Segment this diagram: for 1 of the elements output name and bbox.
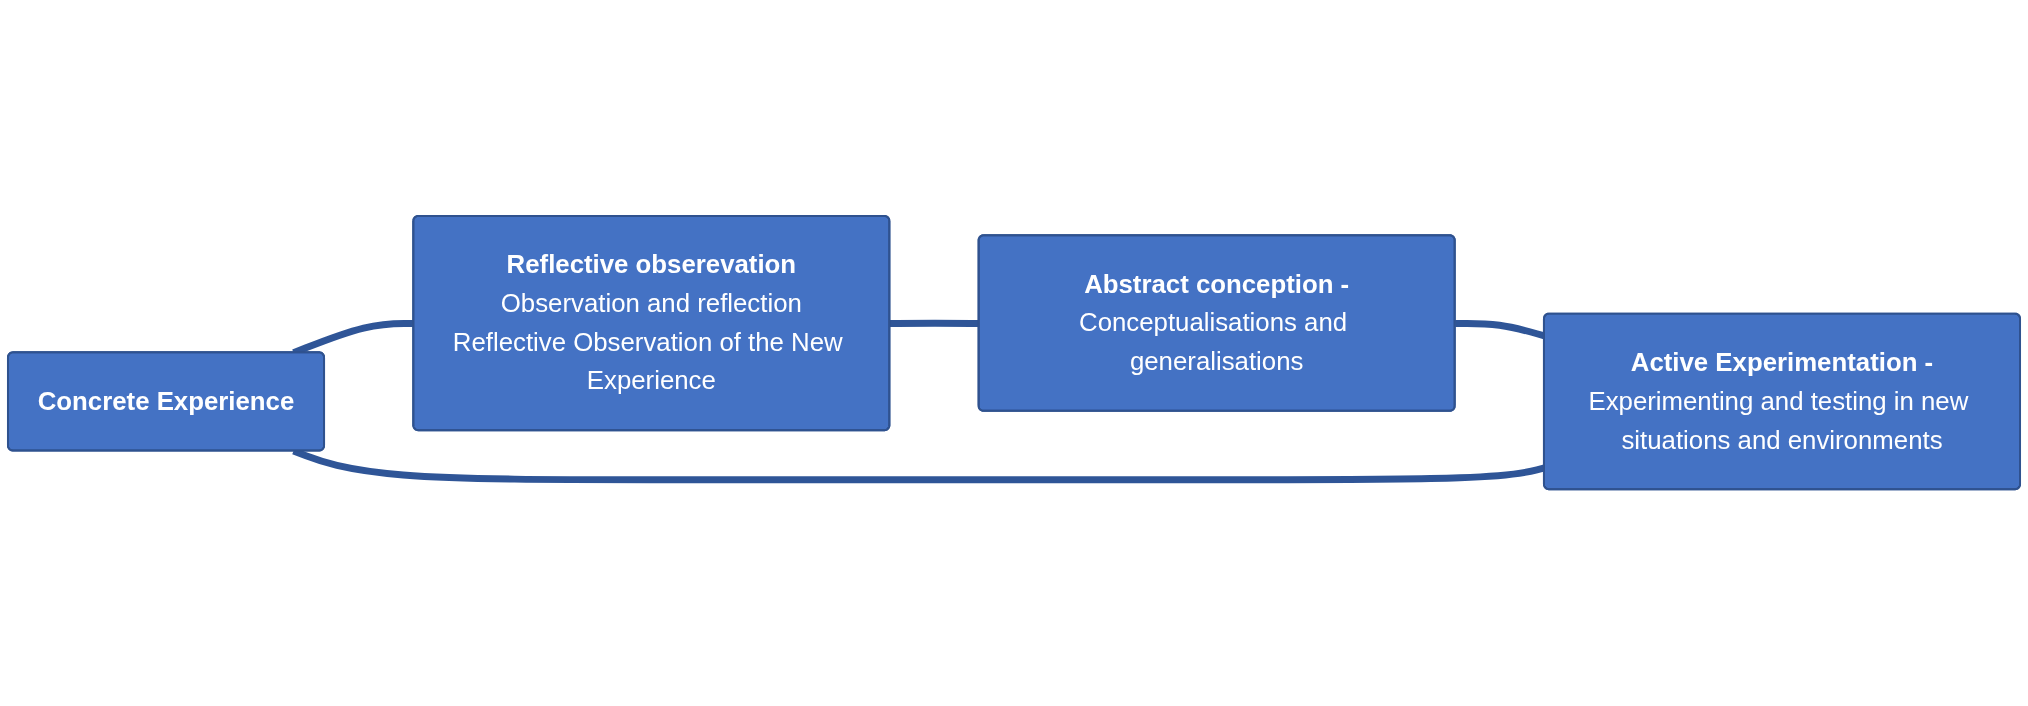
connector xyxy=(889,320,980,328)
